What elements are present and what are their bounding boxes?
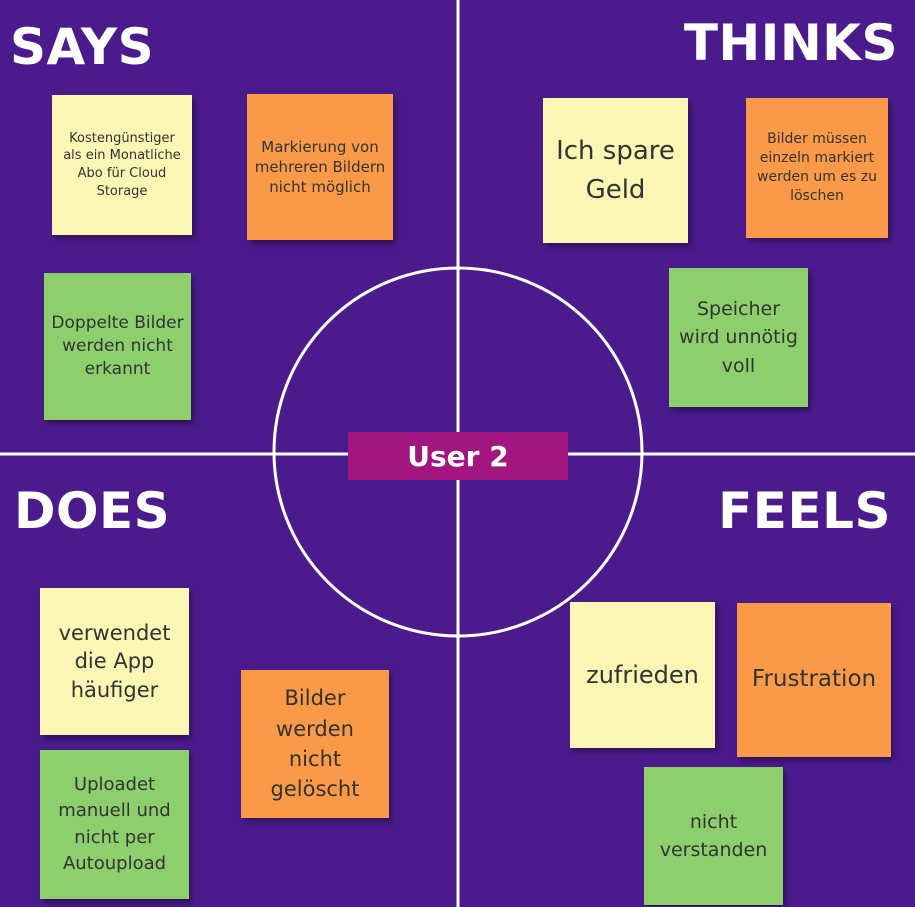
sticky-note-thinks-3: Speicher wird unnötig voll bbox=[669, 268, 808, 407]
center-user-label: User 2 bbox=[348, 432, 568, 480]
says-title: SAYS bbox=[10, 18, 155, 76]
feels-title: FEELS bbox=[718, 482, 891, 540]
sticky-note-feels-1: zufrieden bbox=[570, 602, 715, 748]
center-circle bbox=[272, 266, 644, 638]
sticky-note-says-2: Markierung von mehreren Bildern nicht mö… bbox=[247, 94, 393, 240]
sticky-note-feels-3: nicht verstanden bbox=[644, 767, 783, 905]
sticky-note-does-1: verwendet die App häufiger bbox=[40, 588, 189, 735]
sticky-note-thinks-2: Bilder müssen einzeln markiert werden um… bbox=[746, 98, 888, 238]
sticky-note-says-1: Kostengünstiger als ein Monatliche Abo f… bbox=[52, 95, 192, 235]
sticky-note-says-3: Doppelte Bilder werden nicht erkannt bbox=[44, 273, 191, 420]
sticky-note-feels-2: Frustration bbox=[737, 603, 891, 757]
does-title: DOES bbox=[14, 482, 171, 540]
thinks-title: THINKS bbox=[683, 14, 898, 72]
sticky-note-does-2: Bilder werden nicht gelöscht bbox=[241, 670, 389, 818]
sticky-note-does-3: Uploadet manuell und nicht per Autouploa… bbox=[40, 750, 189, 899]
sticky-note-thinks-1: Ich spare Geld bbox=[543, 98, 688, 243]
